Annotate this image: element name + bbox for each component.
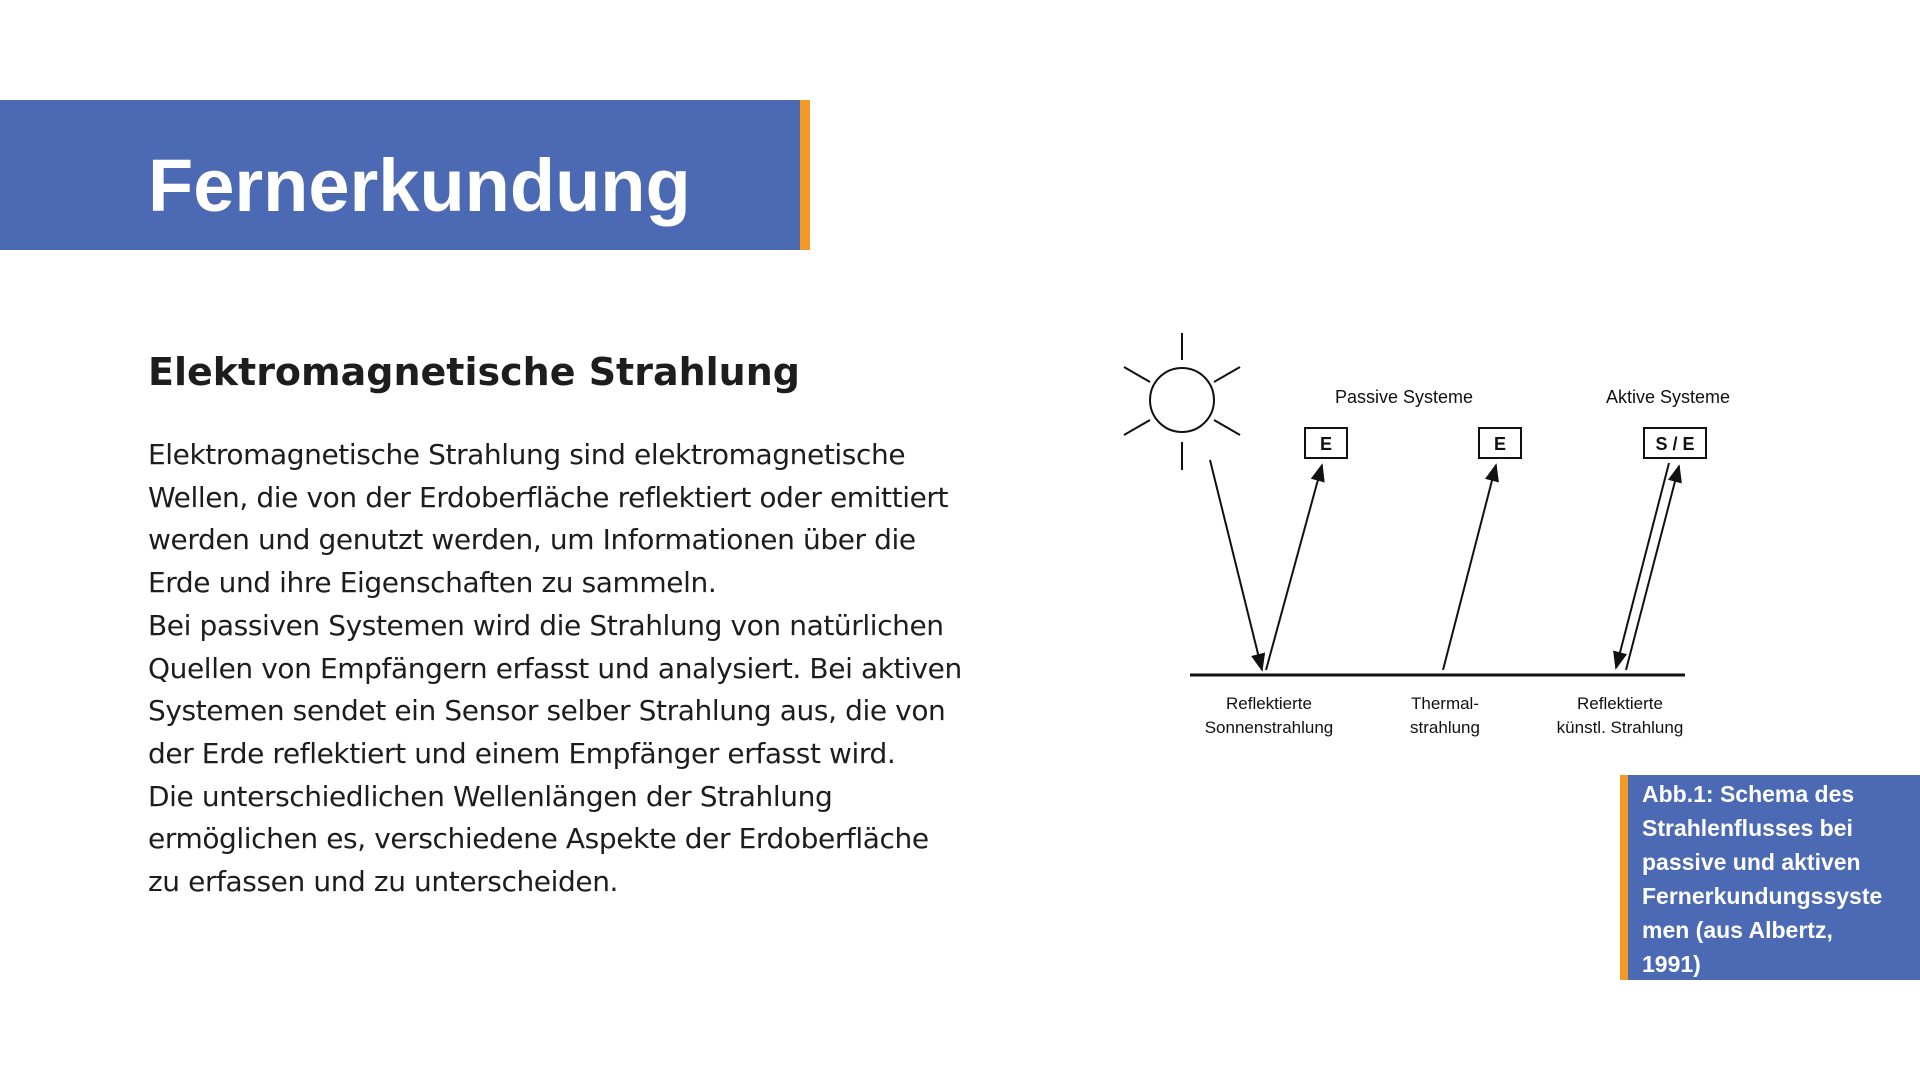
caption-line: Strahlenflusses bei <box>1642 815 1853 841</box>
active-systems-label: Aktive Systeme <box>1606 387 1730 407</box>
body-line: Systemen sendet ein Sensor selber Strahl… <box>148 694 946 728</box>
caption-line: Fernerkundungssyste <box>1642 883 1883 909</box>
body-line: der Erde reflektiert und einem Empfänger… <box>148 736 896 770</box>
sun-icon <box>1123 333 1241 470</box>
ground-label-1a: Reflektierte <box>1226 694 1312 713</box>
ground-label-2b: strahlung <box>1410 718 1480 737</box>
body-line: Quellen von Empfängern erfasst und analy… <box>148 651 962 685</box>
passive-systems-label: Passive Systeme <box>1335 387 1473 407</box>
figure-caption: Abb.1: Schema des Strahlenflusses bei pa… <box>1642 777 1910 981</box>
thermal-arrow <box>1442 463 1499 671</box>
caption-line: Abb.1: Schema des <box>1642 781 1855 807</box>
body-line: ermöglichen es, verschiedene Aspekte der… <box>148 822 929 856</box>
receiver-box-3: S / E <box>1643 427 1707 459</box>
ground-label-3b: künstl. Strahlung <box>1557 718 1684 737</box>
slide-title: Fernerkundung <box>148 144 691 227</box>
body-line: Wellen, die von der Erdoberfläche reflek… <box>148 480 949 514</box>
radiation-flow-diagram: Passive Systeme Aktive Systeme E E S / E… <box>1123 333 1730 737</box>
receiver-box-2: E <box>1478 427 1522 459</box>
ground-label-3a: Reflektierte <box>1577 694 1663 713</box>
reflected-sun-arrow <box>1265 463 1325 671</box>
body-line: Die unterschiedlichen Wellenlängen der S… <box>148 779 833 813</box>
active-reflected-arrow <box>1625 464 1682 671</box>
body-line: Erde und ihre Eigenschaften zu sammeln. <box>148 566 717 600</box>
body-paragraph: Elektromagnetische Strahlung sind elektr… <box>148 434 978 904</box>
body-line: zu erfassen und zu unterscheiden. <box>148 865 619 899</box>
ground-label-1b: Sonnenstrahlung <box>1205 718 1334 737</box>
title-banner <box>0 100 810 250</box>
incoming-sun-arrow <box>1209 459 1266 672</box>
caption-line: passive und aktiven <box>1642 849 1861 875</box>
body-line: Bei passiven Systemen wird die Strahlung… <box>148 608 944 642</box>
caption-line: men (aus Albertz, <box>1642 917 1833 943</box>
body-line: werden und genutzt werden, um Informatio… <box>148 523 916 557</box>
receiver-label-1: E <box>1320 434 1332 454</box>
section-heading: Elektromagnetische Strahlung <box>148 350 800 394</box>
ground-label-2a: Thermal- <box>1411 694 1479 713</box>
figure-caption-box: Abb.1: Schema des Strahlenflusses bei pa… <box>1620 775 1920 980</box>
receiver-label-2: E <box>1494 434 1506 454</box>
active-emitted-arrow <box>1613 462 1670 670</box>
radiation-arrows <box>1209 459 1682 672</box>
body-line: Elektromagnetische Strahlung sind elektr… <box>148 438 906 471</box>
caption-line: 1991) <box>1642 951 1701 977</box>
receiver-label-3: S / E <box>1655 434 1694 454</box>
receiver-box-1: E <box>1304 427 1348 459</box>
